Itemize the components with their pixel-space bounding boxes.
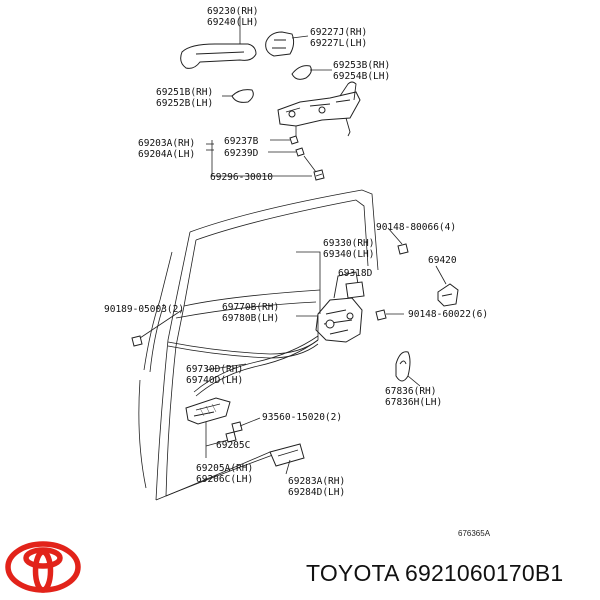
- label-69253b: 69253B(RH): [333, 60, 390, 71]
- label-90148-80066: 90148-80066(4): [376, 222, 456, 233]
- label-69740d: 69740D(LH): [186, 375, 243, 386]
- clip-90189: [131, 335, 143, 347]
- label-69206c: 69206C(LH): [196, 474, 253, 485]
- label-69254b: 69254B(LH): [333, 71, 390, 82]
- label-69204a: 69204A(LH): [138, 149, 195, 160]
- pad-part-69253b: [291, 65, 312, 80]
- label-69340: 69340(LH): [323, 249, 374, 260]
- label-69770b: 69770B(RH): [222, 302, 279, 313]
- screw-93560: [231, 421, 243, 433]
- label-69730d: 69730D(RH): [186, 364, 243, 375]
- small-screw-69237b: [289, 135, 299, 145]
- reference-code: 676365A: [458, 529, 491, 538]
- label-67836h: 67836H(LH): [385, 397, 442, 408]
- label-69780b: 69780B(LH): [222, 313, 279, 324]
- screw-90148-80066: [397, 243, 409, 255]
- pad-part-69251b: [231, 89, 254, 103]
- label-69237b: 69237B: [224, 136, 259, 147]
- label-69283a: 69283A(RH): [288, 476, 345, 487]
- label-90148-60022: 90148-60022(6): [408, 309, 488, 320]
- label-67836: 67836(RH): [385, 386, 436, 397]
- bezel-69283a: [269, 443, 305, 467]
- lock-cable-69730d: [193, 335, 319, 397]
- handle-cover-part: [265, 31, 295, 57]
- brand-part-number-caption: TOYOTA 6921060170B1: [306, 560, 564, 586]
- inside-handle-69205a: [185, 397, 231, 425]
- label-69227j: 69227J(RH): [310, 27, 367, 38]
- screw-90148-60022: [375, 309, 387, 321]
- door-frame-outline: [138, 189, 379, 501]
- cap-69205c: [225, 431, 237, 443]
- label-69239d: 69239D: [224, 148, 259, 159]
- outside-handle-frame-part: [277, 81, 361, 137]
- label-69203a: 69203A(RH): [138, 138, 195, 149]
- label-69420: 69420: [428, 255, 457, 266]
- striker-69420: [437, 283, 459, 307]
- label-69318d: 69318D: [338, 268, 373, 279]
- outside-handle-part: [180, 43, 257, 69]
- label-69205a: 69205A(RH): [196, 463, 253, 474]
- part-labels: 69230(RH) 69240(LH) 69227J(RH) 69227L(LH…: [104, 6, 491, 538]
- door-lock-assembly: [315, 271, 365, 343]
- lock-cable-69770b: [167, 339, 319, 359]
- label-69227l: 69227L(LH): [310, 38, 367, 49]
- label-69230: 69230(RH): [207, 6, 258, 17]
- label-69284d: 69284D(LH): [288, 487, 345, 498]
- leader-lines: [139, 16, 447, 475]
- label-69252b: 69252B(LH): [156, 98, 213, 109]
- label-69330: 69330(RH): [323, 238, 374, 249]
- bolt-69296: [313, 169, 325, 181]
- toyota-emblem-icon: [5, 541, 81, 593]
- grommet-67836: [395, 351, 411, 382]
- label-69296-30010: 69296-30010: [210, 172, 273, 183]
- label-90189-05003: 90189-05003(2): [104, 304, 184, 315]
- small-clip-69239d: [295, 147, 305, 157]
- label-69251b: 69251B(RH): [156, 87, 213, 98]
- label-69205c: 69205C: [216, 440, 250, 451]
- label-69240: 69240(LH): [207, 17, 258, 28]
- label-93560-15020: 93560-15020(2): [262, 412, 342, 423]
- toyota-emblem-rings: [5, 541, 81, 593]
